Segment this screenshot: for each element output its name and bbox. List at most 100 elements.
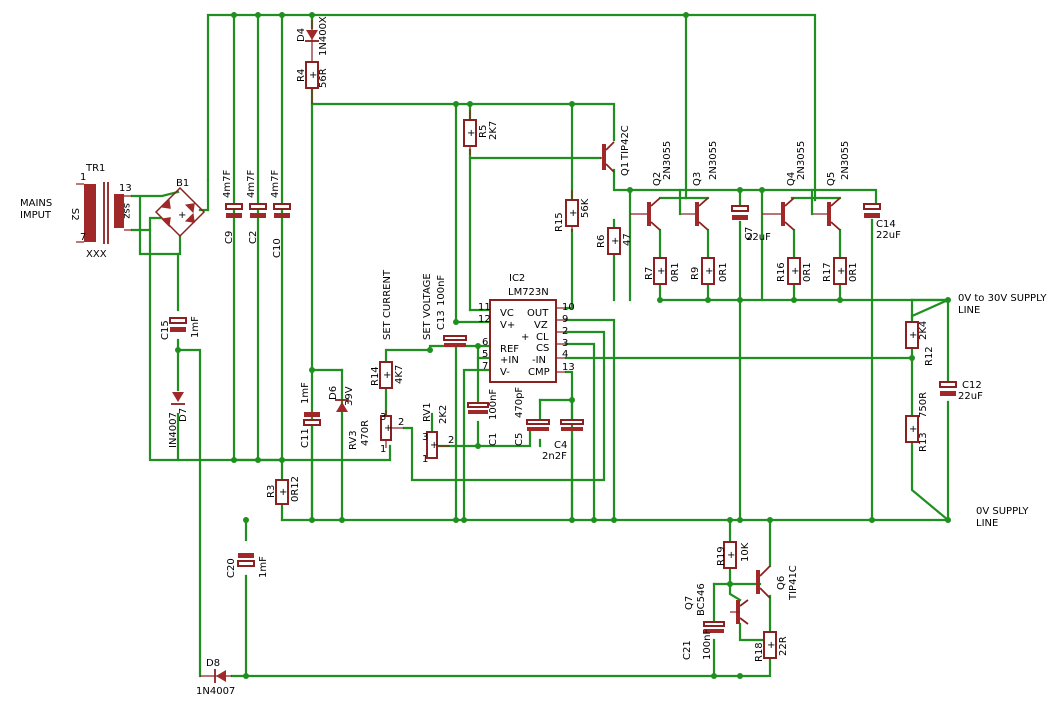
svg-text:+: + bbox=[837, 266, 845, 277]
tr1-pin1: 1 bbox=[80, 172, 86, 183]
q1-transistor[interactable]: Q1 TIP42C bbox=[600, 125, 631, 176]
r14-resistor[interactable]: + R14 4K7 bbox=[370, 361, 405, 389]
c4-ref: C4 bbox=[554, 440, 567, 451]
svg-text:+: + bbox=[430, 440, 438, 451]
output-labels: 0V to 30V SUPPLY LINE 0V SUPPLY LINE bbox=[958, 293, 1047, 529]
r16-resistor[interactable]: + R16 0R1 bbox=[776, 257, 813, 285]
r15-resistor[interactable]: + R15 56K bbox=[554, 190, 591, 232]
r12-value: 2K4 bbox=[918, 321, 929, 340]
ic2-num-7: 7 bbox=[482, 361, 488, 372]
output-zero-line: LINE bbox=[976, 518, 998, 529]
r4-resistor[interactable]: + R4 56R bbox=[296, 48, 329, 104]
q5-ref: Q5 bbox=[826, 172, 837, 186]
q7-value: BC546 bbox=[696, 583, 707, 616]
d8-diode[interactable]: D8 1N4007 bbox=[196, 658, 235, 697]
q6-value: TIP41C bbox=[788, 565, 799, 601]
ic2-lm723n[interactable]: IC2 LM723N VC V+ REF +IN V- OUT VZ CL CS… bbox=[478, 273, 575, 383]
r13-resistor[interactable]: + R13 750R bbox=[905, 392, 929, 452]
r19-ref: R19 bbox=[716, 546, 727, 566]
c14-ref: C14 bbox=[876, 219, 896, 230]
q3-transistor[interactable]: Q3 2N3055 bbox=[678, 141, 719, 231]
q4-transistor[interactable]: Q4 2N3055 bbox=[762, 141, 807, 231]
ic2-pin-ref: REF bbox=[500, 344, 519, 355]
d7-diode[interactable]: D7 IN4007 bbox=[168, 392, 189, 448]
ic2-num-2: 2 bbox=[562, 326, 568, 337]
r13-value: 750R bbox=[918, 392, 929, 418]
rv1-pin1: 1 bbox=[422, 454, 428, 465]
q4-value: 2N3055 bbox=[796, 141, 807, 180]
r7-resistor[interactable]: + R7 0R1 bbox=[644, 257, 681, 285]
rv1-value: 2K2 bbox=[438, 405, 449, 424]
set-voltage-label: SET VOLTAGE bbox=[422, 273, 433, 340]
q5-transistor[interactable]: Q5 2N3055 bbox=[810, 141, 851, 231]
c5-value: 470pF bbox=[514, 387, 525, 418]
ic2-value: LM723N bbox=[508, 287, 549, 298]
c13-capacitor[interactable]: C13 100nF bbox=[436, 275, 467, 347]
r14-value: 4K7 bbox=[394, 365, 405, 384]
c21-capacitor[interactable]: C21 100nF bbox=[682, 621, 725, 660]
c2-capacitor[interactable]: C2 4m7F bbox=[246, 170, 267, 244]
svg-text:+: + bbox=[611, 236, 619, 247]
c7-value: 22uF bbox=[746, 232, 771, 243]
r17-value: 0R1 bbox=[848, 262, 859, 282]
mains-label-line2: IMPUT bbox=[20, 210, 52, 221]
rv1-ref: RV1 bbox=[422, 402, 433, 422]
r3-value: 0R12 bbox=[290, 476, 301, 502]
c11-ref: C11 bbox=[300, 428, 311, 448]
q6-transistor[interactable]: Q6 TIP41C bbox=[756, 565, 799, 601]
rv3-potentiometer[interactable]: + RV3 470R 3 1 2 bbox=[348, 410, 404, 455]
c11-capacitor[interactable]: C11 1mF bbox=[300, 382, 321, 448]
r6-resistor[interactable]: + R6 47 bbox=[596, 227, 633, 255]
r12-resistor[interactable]: + R12 2K4 bbox=[905, 321, 935, 366]
ic2-pin-cs: CS bbox=[536, 343, 549, 354]
c9-value: 4m7F bbox=[222, 170, 233, 198]
c7-ref: C7 bbox=[744, 227, 755, 240]
c5-capacitor[interactable]: C5 470pF bbox=[514, 387, 550, 446]
r19-resistor[interactable]: + R19 10K bbox=[716, 541, 751, 569]
q7-transistor[interactable]: Q7 BC546 bbox=[684, 583, 749, 625]
ic2-pin-vz: VZ bbox=[534, 320, 548, 331]
rv1-potentiometer[interactable]: + RV1 2K2 3 1 2 bbox=[422, 402, 454, 465]
ic2-num-3: 3 bbox=[562, 338, 568, 349]
c12-capacitor[interactable]: C12 22uF bbox=[939, 380, 983, 402]
c4-capacitor[interactable]: C4 2n2F bbox=[542, 419, 584, 462]
ic2-pin-plusin: +IN bbox=[500, 355, 519, 366]
q4-ref: Q4 bbox=[786, 172, 797, 186]
r18-value: 22R bbox=[778, 636, 789, 656]
r9-resistor[interactable]: + R9 0R1 bbox=[690, 257, 729, 285]
ic2-pin-out: OUT bbox=[527, 308, 549, 319]
r5-resistor[interactable]: + R5 2K7 bbox=[463, 110, 499, 155]
d6-zener[interactable]: D6 39V bbox=[328, 386, 355, 412]
c1-ref: C1 bbox=[488, 433, 499, 446]
r18-resistor[interactable]: + R18 22R bbox=[754, 631, 789, 662]
c14-capacitor[interactable]: C14 22uF bbox=[863, 203, 901, 241]
c9-capacitor[interactable]: C9 4m7F bbox=[222, 170, 243, 244]
c15-capacitor[interactable]: C15 1mF bbox=[160, 316, 201, 340]
r9-value: 0R1 bbox=[718, 262, 729, 282]
c1-capacitor[interactable]: C1 100nF bbox=[467, 389, 499, 446]
r15-ref: R15 bbox=[554, 212, 565, 232]
r17-resistor[interactable]: + R17 0R1 bbox=[822, 257, 859, 285]
tr1-transformer[interactable]: TR1 1 7 13 ssz S2 XXX bbox=[69, 163, 132, 260]
c10-capacitor[interactable]: C10 4m7F bbox=[270, 170, 291, 258]
ic2-pin-vplus: V+ bbox=[500, 320, 515, 331]
d4-diode[interactable]: D4 1N400X bbox=[296, 16, 329, 56]
ic2-num-12: 12 bbox=[478, 314, 491, 325]
c9-ref: C9 bbox=[224, 231, 235, 244]
r3-resistor[interactable]: + R3 0R12 bbox=[266, 476, 301, 505]
q6-ref: Q6 bbox=[776, 576, 787, 590]
ic2-pin-vc: VC bbox=[500, 308, 514, 319]
c20-capacitor[interactable]: C20 1mF bbox=[226, 553, 269, 578]
q2-transistor[interactable]: Q2 2N3055 bbox=[630, 141, 673, 231]
r6-value: 47 bbox=[622, 233, 633, 246]
rv3-pin1: 1 bbox=[380, 444, 386, 455]
c21-value: 100nF bbox=[702, 629, 713, 660]
ic2-num-10: 10 bbox=[562, 302, 575, 313]
q3-ref: Q3 bbox=[692, 172, 703, 186]
ic2-num-6: 6 bbox=[482, 337, 488, 348]
r6-ref: R6 bbox=[596, 235, 607, 248]
c7-capacitor[interactable]: C7 22uF bbox=[731, 205, 771, 243]
b1-bridge-rectifier[interactable]: + B1 bbox=[154, 178, 206, 238]
r5-ref: R5 bbox=[478, 125, 489, 138]
mains-input-label: MAINS IMPUT bbox=[20, 198, 52, 221]
